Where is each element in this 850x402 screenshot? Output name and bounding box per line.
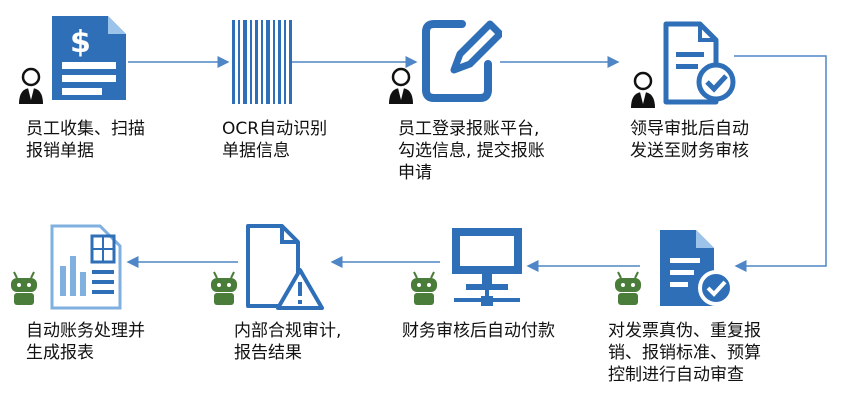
- barcode-icon: [232, 20, 292, 104]
- svg-text:$: $: [70, 25, 91, 60]
- step-label-1: 员工收集、扫描 报销单据: [26, 119, 145, 161]
- edit-icon: [422, 20, 502, 102]
- warning-document-icon: [246, 224, 324, 310]
- document-check-icon: [663, 21, 736, 105]
- robot-icon: [411, 271, 437, 305]
- receipt-icon: $: [52, 16, 126, 100]
- report-icon: [50, 224, 122, 310]
- step-label-8: 自动账务处理并 生成报表: [26, 321, 145, 363]
- person-icon: [19, 67, 43, 104]
- person-icon: [631, 71, 655, 108]
- connector-4-5: [734, 55, 827, 272]
- robot-icon: [211, 271, 237, 305]
- robot-icon: [11, 271, 37, 305]
- step-label-6: 财务审核后自动付款: [402, 321, 555, 341]
- step-label-3: 员工登录报账平台, 勾选信息, 提交报账 申请: [398, 119, 545, 183]
- file-check-icon: [660, 230, 734, 306]
- step-label-4: 领导审批后自动 发送至财务审核: [630, 119, 749, 161]
- computer-network-icon: [452, 228, 522, 306]
- step-label-5: 对发票真伪、重复报 销、报销标准、预算 控制进行自动审查: [608, 321, 761, 385]
- step-label-7: 内部合规审计, 报告结果: [234, 321, 342, 363]
- step-label-2: OCR自动识别 单据信息: [222, 119, 328, 161]
- robot-icon: [615, 271, 641, 305]
- person-icon: [389, 67, 413, 104]
